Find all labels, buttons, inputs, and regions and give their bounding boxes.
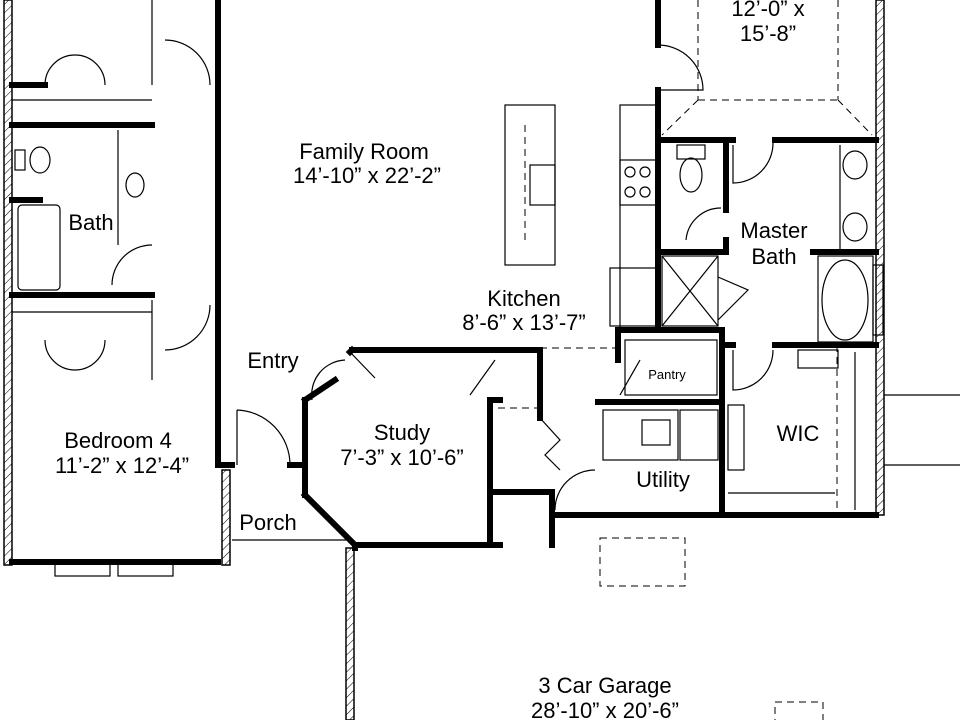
- exterior-wall-left: [3, 0, 13, 566]
- master-bedroom-dims-2: 15’-8”: [739, 21, 797, 46]
- family-room-dims: 14’-10” x 22’-2”: [293, 163, 441, 188]
- exterior-wall-right: [875, 0, 885, 516]
- kitchen-label: Kitchen: [487, 286, 561, 311]
- study-dims: 7’-3” x 10’-6”: [340, 445, 464, 470]
- study-label: Study: [373, 420, 431, 445]
- master-bath-label-1: Master: [740, 218, 808, 243]
- entry-label: Entry: [247, 348, 299, 373]
- kitchen-dims: 8’-6” x 13’-7”: [462, 310, 586, 335]
- garage-label: 3 Car Garage: [538, 673, 672, 698]
- family-room-label: Family Room: [299, 139, 429, 164]
- master-bedroom-dims-1: 12’-0” x: [731, 0, 805, 21]
- pantry-label: Pantry: [648, 367, 686, 382]
- interior-walls: [9, 0, 879, 565]
- utility-label: Utility: [636, 467, 690, 492]
- bedroom4-label: Bedroom 4: [64, 428, 172, 453]
- wic-label: WIC: [776, 421, 820, 446]
- fixtures: [12, 0, 960, 720]
- garage-dims: 28’-10” x 20’-6”: [531, 698, 679, 723]
- porch-label: Porch: [239, 510, 297, 535]
- porch-wall: [221, 469, 231, 566]
- bath-label: Bath: [68, 210, 114, 235]
- bedroom4-dims: 11’-2” x 12’-4”: [54, 453, 190, 478]
- garage-wall-left: [345, 547, 355, 720]
- master-bath-label-2: Bath: [751, 244, 797, 269]
